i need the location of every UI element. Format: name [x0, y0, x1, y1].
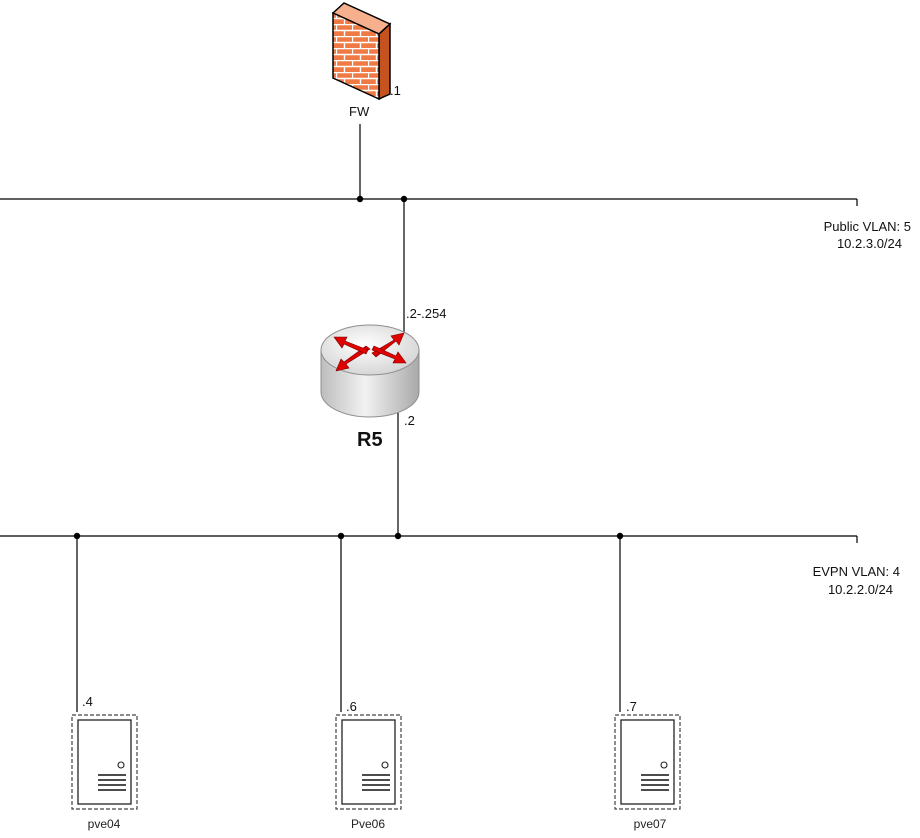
pve06-label: Pve06 — [351, 817, 385, 831]
firewall-link — [356, 124, 364, 203]
pve04-label: pve04 — [88, 817, 121, 831]
server-icon — [335, 714, 402, 810]
public-vlan-segment — [0, 198, 858, 206]
firewall-brick-wall-icon — [331, 2, 392, 101]
evpn-vlan-name: EVPN VLAN: 4 — [813, 564, 900, 579]
pve07-label: pve07 — [634, 817, 667, 831]
router-evpn-link — [394, 412, 402, 540]
evpn-vlan-segment — [0, 535, 858, 543]
pve06-link — [337, 532, 345, 712]
router-evpn-address: .2 — [404, 413, 415, 428]
public-vlan-name: Public VLAN: 5 — [824, 219, 911, 234]
evpn-vlan-subnet: 10.2.2.0/24 — [828, 582, 893, 597]
firewall-label: FW — [349, 104, 370, 119]
pve04-link — [73, 532, 81, 712]
router-public-link — [400, 195, 408, 332]
server-icon — [614, 714, 681, 810]
router-label: R5 — [357, 429, 383, 451]
firewall-address: .1 — [390, 83, 401, 98]
router-icon — [320, 324, 420, 418]
server-icon — [71, 714, 138, 810]
router-public-address: .2-.254 — [406, 306, 446, 321]
pve06-address: .6 — [346, 699, 357, 714]
public-vlan-subnet: 10.2.3.0/24 — [837, 236, 902, 251]
pve04-address: .4 — [82, 694, 93, 709]
pve07-address: .7 — [626, 699, 637, 714]
pve07-link — [616, 532, 624, 712]
